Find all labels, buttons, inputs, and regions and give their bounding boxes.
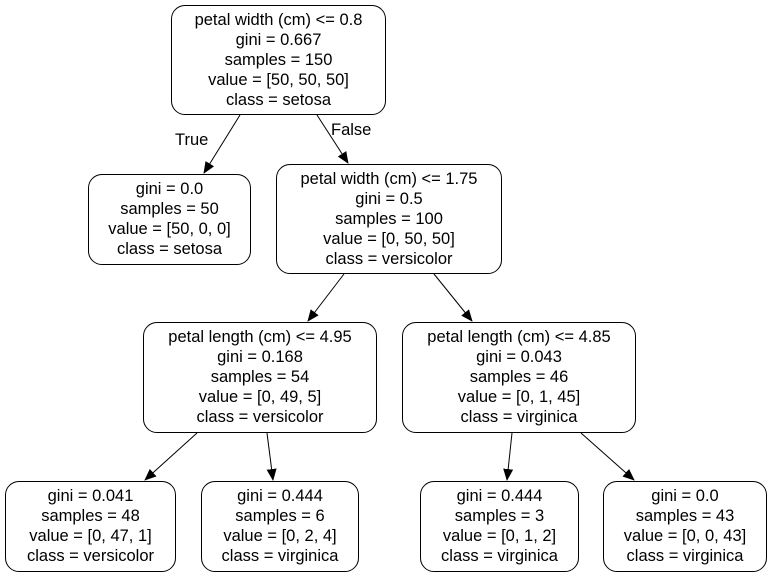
class-label: class = virginica (626, 547, 744, 565)
value-array: value = [0, 50, 50] (323, 230, 455, 248)
gini-value: gini = 0.667 (235, 31, 322, 49)
samples-count: samples = 43 (635, 507, 735, 525)
gini-value: gini = 0.168 (217, 348, 303, 366)
tree-node-split: petal width (cm) <= 1.75 gini = 0.5 samp… (276, 164, 502, 274)
tree-edge-arrow (433, 273, 473, 322)
split-condition: petal length (cm) <= 4.95 (168, 328, 352, 346)
value-array: value = [0, 2, 4] (223, 527, 337, 545)
value-array: value = [50, 50, 50] (208, 71, 349, 89)
value-array: value = [50, 0, 0] (108, 220, 231, 238)
gini-value: gini = 0.444 (456, 487, 543, 505)
tree-node-split: petal length (cm) <= 4.85 gini = 0.043 s… (402, 322, 636, 433)
split-condition: petal length (cm) <= 4.85 (427, 328, 611, 346)
class-label: class = setosa (225, 91, 331, 109)
value-array: value = [0, 1, 2] (442, 527, 557, 545)
value-array: value = [0, 49, 5] (198, 388, 322, 406)
gini-value: gini = 0.5 (355, 190, 423, 208)
class-label: class = virginica (221, 547, 339, 565)
gini-value: gini = 0.0 (135, 180, 204, 198)
tree-edge-arrow (144, 432, 198, 481)
class-label: class = virginica (460, 408, 578, 426)
samples-count: samples = 3 (454, 507, 545, 525)
tree-node-leaf: gini = 0.041 samples = 48 value = [0, 47… (5, 481, 176, 572)
value-array: value = [0, 47, 1] (29, 527, 152, 545)
tree-edge-arrow (503, 432, 514, 481)
tree-node-root: petal width (cm) <= 0.8 gini = 0.667 sam… (171, 5, 386, 115)
samples-count: samples = 48 (41, 507, 140, 525)
tree-edge-arrow (580, 432, 635, 481)
edge-label-false: False (331, 121, 372, 139)
gini-value: gini = 0.041 (47, 487, 134, 505)
class-label: class = setosa (116, 240, 222, 258)
value-array: value = [0, 1, 45] (457, 388, 581, 406)
edge-label-true: True (175, 131, 209, 149)
split-condition: petal width (cm) <= 0.8 (194, 11, 363, 29)
samples-count: samples = 100 (335, 210, 443, 228)
tree-node-split: petal length (cm) <= 4.95 gini = 0.168 s… (143, 322, 377, 433)
gini-value: gini = 0.0 (651, 487, 719, 505)
tree-node-leaf: gini = 0.0 samples = 43 value = [0, 0, 4… (603, 481, 767, 572)
gini-value: gini = 0.444 (237, 487, 323, 505)
samples-count: samples = 150 (224, 51, 333, 69)
tree-node-leaf: gini = 0.0 samples = 50 value = [50, 0, … (88, 174, 251, 265)
class-label: class = versicolor (325, 250, 453, 268)
class-label: class = virginica (441, 547, 558, 565)
tree-edge-arrow (266, 432, 277, 481)
samples-count: samples = 6 (235, 507, 325, 525)
tree-edge-arrow (307, 273, 345, 322)
split-condition: petal width (cm) <= 1.75 (300, 170, 478, 188)
tree-node-leaf: gini = 0.444 samples = 6 value = [0, 2, … (201, 481, 359, 572)
samples-count: samples = 50 (120, 200, 219, 218)
samples-count: samples = 46 (469, 368, 569, 386)
tree-node-leaf: gini = 0.444 samples = 3 value = [0, 1, … (420, 481, 579, 572)
tree-edge-arrow (203, 114, 241, 174)
class-label: class = versicolor (196, 408, 324, 426)
gini-value: gini = 0.043 (476, 348, 562, 366)
samples-count: samples = 54 (210, 368, 310, 386)
tree-edge-arrow (316, 114, 349, 164)
class-label: class = versicolor (27, 547, 154, 565)
value-array: value = [0, 0, 43] (623, 527, 747, 545)
